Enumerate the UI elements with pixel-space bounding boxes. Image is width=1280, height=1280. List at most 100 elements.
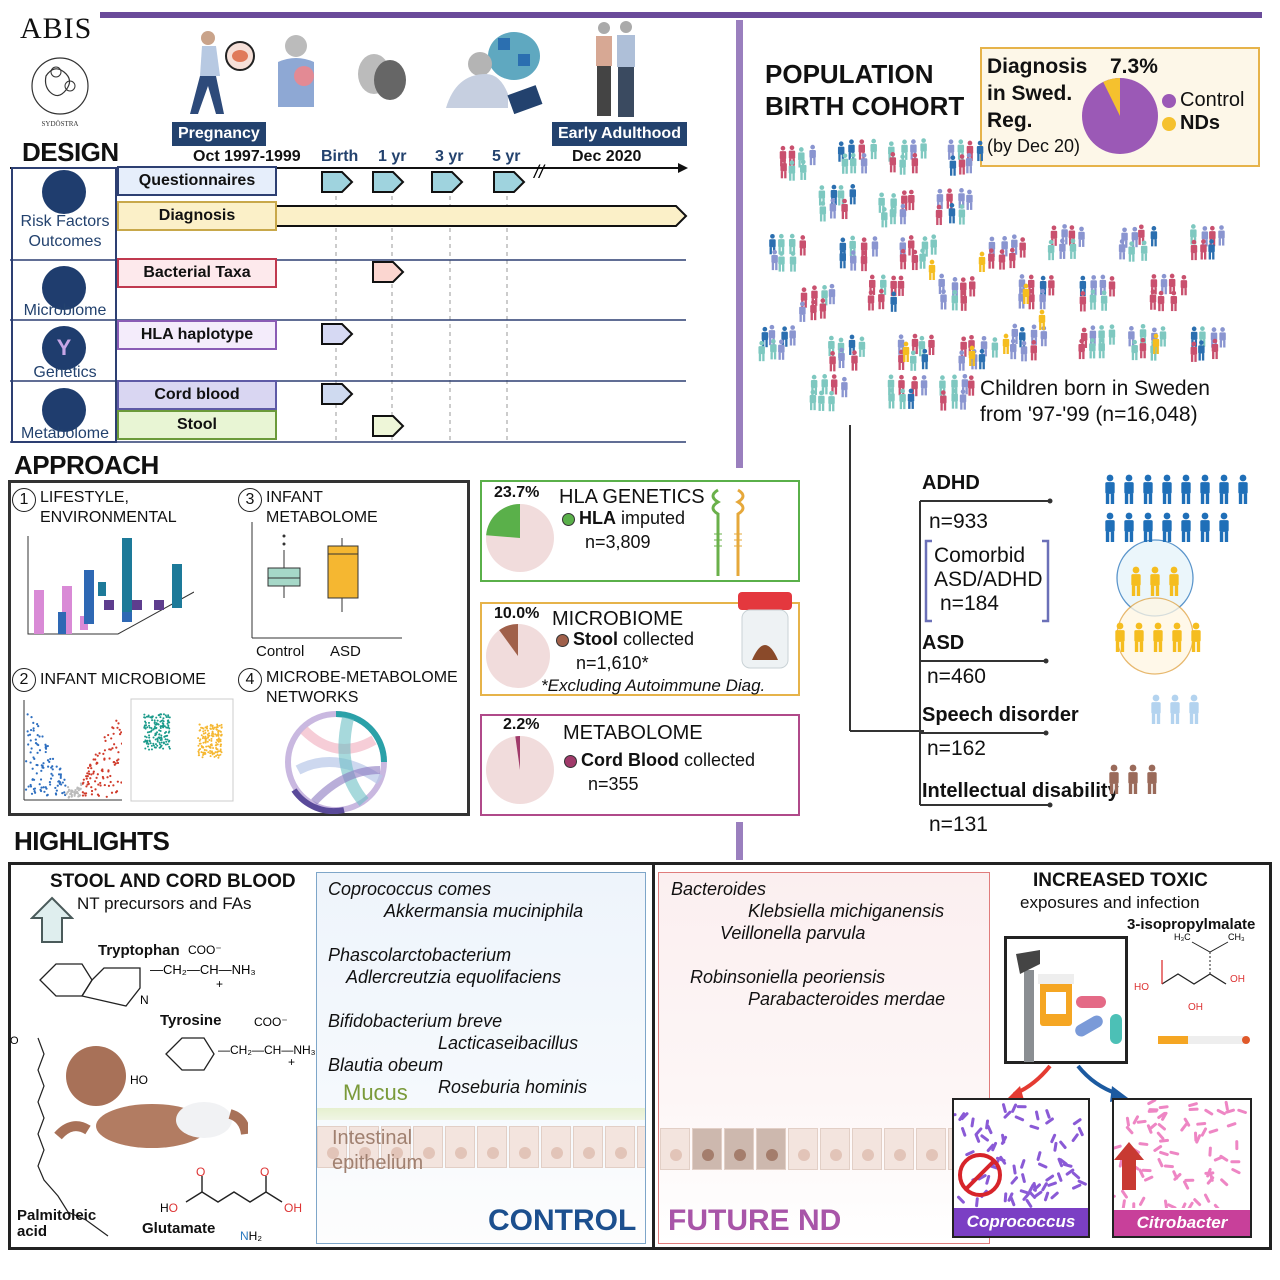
bacterium-rod [985, 1174, 991, 1185]
population-title: POPULATION BIRTH COHORT [765, 59, 965, 121]
volcano-point [48, 760, 51, 763]
volcano-point [29, 751, 32, 754]
cohort-person-icon [1010, 338, 1017, 360]
cohort-person-icon [1159, 326, 1167, 347]
bacterium-rod [965, 1150, 975, 1157]
volcano-point [84, 794, 87, 797]
measure-stool: Stool [117, 410, 277, 440]
pca-point-asd [203, 748, 206, 751]
cell-nucleus [423, 1147, 435, 1159]
cohort-person-icon [968, 276, 976, 297]
pca-point-control [159, 716, 162, 719]
bacterium-rod [986, 1143, 995, 1152]
pca-point-control [160, 736, 163, 739]
legend-dot-icon [1162, 93, 1176, 108]
nd-person-icon [968, 345, 976, 366]
pca-point-asd [205, 749, 208, 752]
id-person-icon [1109, 764, 1119, 794]
cohort-person-icon [1140, 240, 1148, 261]
bacterium-rod [1156, 1131, 1165, 1140]
bacterium-rod [1028, 1183, 1035, 1193]
volcano-point [115, 719, 118, 722]
pca-point-asd [202, 753, 205, 756]
cohort-person-icon [1089, 325, 1097, 346]
volcano-point [70, 795, 73, 798]
adhd-person-icon [1143, 512, 1153, 542]
asd-person-icon [1153, 622, 1163, 652]
epithelial-cell [637, 1126, 645, 1168]
volcano-point [30, 747, 33, 750]
pca-point-asd [209, 723, 212, 726]
cigarette-icon [1158, 1036, 1250, 1044]
cohort-person-icon [1121, 227, 1128, 248]
pca-point-asd [198, 723, 201, 726]
header-bar [100, 12, 1262, 18]
bacterium-rod [1057, 1157, 1064, 1168]
bacterium-rod [1047, 1181, 1057, 1187]
pca-point-control [160, 744, 163, 747]
bacterium-rod [1180, 1122, 1188, 1132]
epithelial-cell [605, 1126, 635, 1168]
volcano-point [81, 782, 84, 785]
pca-point-asd [215, 734, 218, 737]
marker-diagnosis-bar [275, 205, 688, 227]
volcano-point [59, 774, 62, 778]
epithelial-cell [381, 1126, 411, 1168]
cell-nucleus [327, 1147, 339, 1159]
bacterium-rod [1001, 1103, 1007, 1113]
epithelial-cell [724, 1128, 754, 1170]
stool-cord-title: STOOL AND CORD BLOOD [50, 871, 296, 892]
cohort-person-icon [988, 236, 996, 257]
volcano-point [34, 741, 38, 745]
cohort-person-icon [1149, 289, 1157, 310]
adhd-person-icon [1219, 474, 1229, 504]
volcano-point [86, 780, 90, 784]
svg-text:OH: OH [284, 1201, 302, 1215]
pca-point-asd [198, 742, 201, 745]
control-taxon: Akkermansia muciniphila [384, 901, 584, 921]
cohort-person-icon [828, 283, 836, 305]
bacterium-rod [1209, 1172, 1214, 1182]
volcano-point [109, 780, 112, 784]
bacteria-icon [42, 266, 86, 310]
volcano-point [33, 790, 36, 793]
pca-scatter-plot [130, 698, 234, 802]
bacterium-rod [1112, 1144, 1122, 1150]
category-genetics: Genetics [33, 364, 97, 381]
bacterium-rod [1132, 1202, 1136, 1213]
volcano-point [114, 791, 118, 794]
pca-point-control [152, 736, 155, 739]
bacterium-rod [999, 1155, 1007, 1165]
volcano-point [115, 759, 119, 762]
pca-point-asd [217, 738, 220, 741]
volcano-point [99, 781, 102, 785]
epithelial-cell [852, 1128, 882, 1170]
pca-point-asd [200, 751, 203, 754]
cohort-person-icon [951, 388, 958, 409]
cohort-person-icon [860, 153, 868, 174]
bacterium-rod [946, 1113, 957, 1117]
cohort-person-icon [1108, 276, 1116, 297]
volcano-point [95, 776, 98, 779]
bacterium-rod [1224, 1100, 1229, 1111]
pca-point-control [150, 727, 153, 730]
bacterium-rod [1138, 1168, 1145, 1178]
pca-point-asd [207, 732, 210, 735]
tick-label: 3 yr [435, 148, 464, 165]
volcano-point [111, 747, 114, 750]
prohibited-icon [958, 1153, 1002, 1197]
svg-text:—CH₂—CH—NH₃: —CH₂—CH—NH₃ [218, 1043, 316, 1057]
volcano-point [27, 734, 30, 737]
asd-person-icon [1115, 622, 1125, 652]
pca-point-control [167, 721, 170, 724]
cell-nucleus [862, 1149, 874, 1161]
volcano-point [29, 728, 33, 732]
cohort-person-icon [771, 249, 778, 271]
cohort-person-icon [889, 152, 897, 173]
cohort-person-icon [1098, 337, 1105, 359]
volcano-point [79, 787, 82, 790]
volcano-point [78, 794, 81, 798]
bacterium-rod [1196, 1121, 1207, 1126]
pca-point-asd [209, 728, 212, 731]
